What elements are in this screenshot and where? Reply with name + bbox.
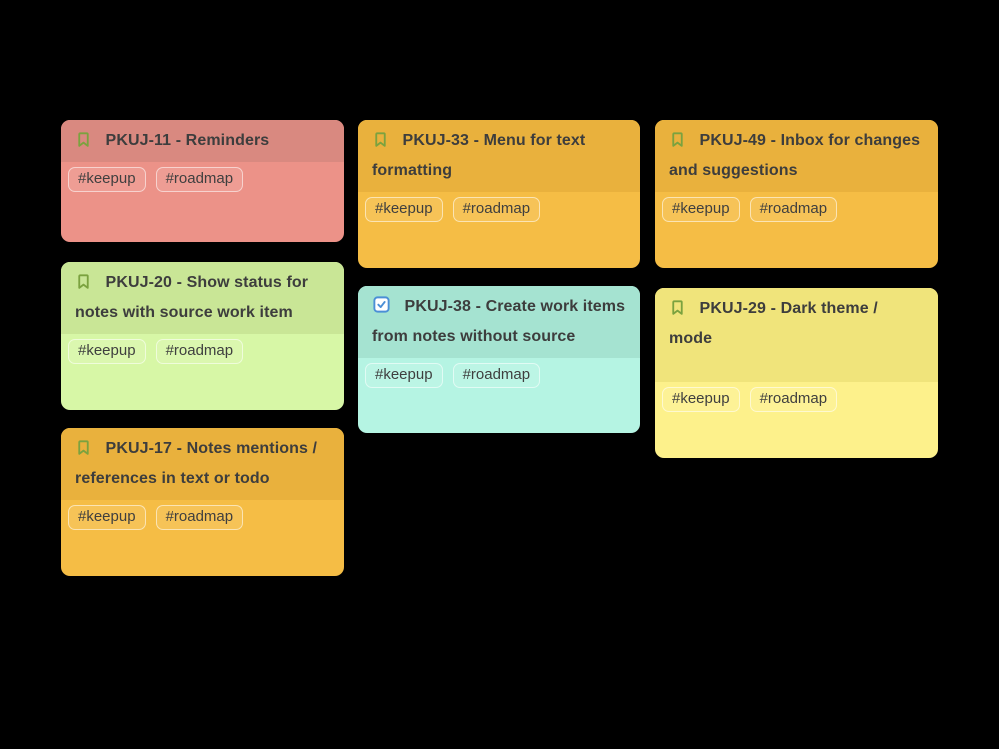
note-tags: #keepup #roadmap [68, 505, 337, 530]
note-body: #keepup #roadmap [358, 358, 640, 433]
note-card-pkuj-33[interactable]: PKUJ-33 - Menu for text formatting #keep… [358, 120, 640, 268]
note-title: PKUJ-17 - Notes mentions / references in… [75, 440, 318, 487]
tag-chip-roadmap[interactable]: #roadmap [155, 505, 244, 530]
tag-chip-keepup[interactable]: #keepup [68, 505, 146, 530]
note-card-pkuj-17[interactable]: PKUJ-17 - Notes mentions / references in… [61, 428, 344, 576]
note-body: #keepup #roadmap [61, 334, 344, 410]
note-title: PKUJ-33 - Menu for text formatting [372, 132, 586, 179]
tag-chip-roadmap[interactable]: #roadmap [155, 167, 244, 192]
note-title: PKUJ-20 - Show status for notes with sou… [75, 274, 309, 321]
note-body: #keepup #roadmap [655, 192, 938, 268]
note-body: #keepup #roadmap [61, 500, 344, 576]
note-tags: #keepup #roadmap [68, 167, 337, 192]
note-card-pkuj-38[interactable]: PKUJ-38 - Create work items from notes w… [358, 286, 640, 433]
note-card-pkuj-29[interactable]: PKUJ-29 - Dark theme / mode #keepup #road… [655, 288, 938, 458]
note-header: PKUJ-11 - Reminders [61, 120, 344, 162]
note-header: PKUJ-20 - Show status for notes with sou… [61, 262, 344, 334]
tag-chip-keepup[interactable]: #keepup [662, 387, 740, 412]
bookmark-icon [669, 131, 686, 148]
note-header: PKUJ-49 - Inbox for changes and suggesti… [655, 120, 938, 192]
note-blank-line [669, 354, 924, 376]
note-tags: #keepup #roadmap [68, 339, 337, 364]
bookmark-icon [75, 131, 92, 148]
tag-chip-keepup[interactable]: #keepup [662, 197, 740, 222]
note-tags: #keepup #roadmap [662, 387, 931, 412]
tag-chip-roadmap[interactable]: #roadmap [749, 387, 838, 412]
checkbox-icon[interactable] [372, 295, 391, 314]
tag-chip-keepup[interactable]: #keepup [68, 339, 146, 364]
bookmark-icon [669, 299, 686, 316]
note-tags: #keepup #roadmap [365, 363, 633, 388]
bookmark-icon [372, 131, 389, 148]
bookmark-icon [75, 273, 92, 290]
tag-chip-roadmap[interactable]: #roadmap [452, 363, 541, 388]
note-header: PKUJ-29 - Dark theme / mode [655, 288, 938, 382]
tag-chip-roadmap[interactable]: #roadmap [155, 339, 244, 364]
note-title: PKUJ-11 - Reminders [105, 132, 270, 149]
note-title: PKUJ-49 - Inbox for changes and suggesti… [669, 132, 921, 179]
tag-chip-keepup[interactable]: #keepup [68, 167, 146, 192]
note-title: PKUJ-38 - Create work items from notes w… [372, 298, 626, 345]
note-card-pkuj-11[interactable]: PKUJ-11 - Reminders #keepup #roadmap [61, 120, 344, 242]
note-header: PKUJ-33 - Menu for text formatting [358, 120, 640, 192]
note-card-pkuj-20[interactable]: PKUJ-20 - Show status for notes with sou… [61, 262, 344, 410]
bookmark-icon [75, 439, 92, 456]
note-body: #keepup #roadmap [61, 162, 344, 242]
note-tags: #keepup #roadmap [662, 197, 931, 222]
tag-chip-keepup[interactable]: #keepup [365, 197, 443, 222]
note-title: PKUJ-29 - Dark theme / mode [669, 300, 878, 347]
note-body: #keepup #roadmap [655, 382, 938, 458]
note-card-pkuj-49[interactable]: PKUJ-49 - Inbox for changes and suggesti… [655, 120, 938, 268]
note-tags: #keepup #roadmap [365, 197, 633, 222]
note-header: PKUJ-38 - Create work items from notes w… [358, 286, 640, 358]
note-header: PKUJ-17 - Notes mentions / references in… [61, 428, 344, 500]
tag-chip-keepup[interactable]: #keepup [365, 363, 443, 388]
note-body: #keepup #roadmap [358, 192, 640, 268]
tag-chip-roadmap[interactable]: #roadmap [452, 197, 541, 222]
tag-chip-roadmap[interactable]: #roadmap [749, 197, 838, 222]
